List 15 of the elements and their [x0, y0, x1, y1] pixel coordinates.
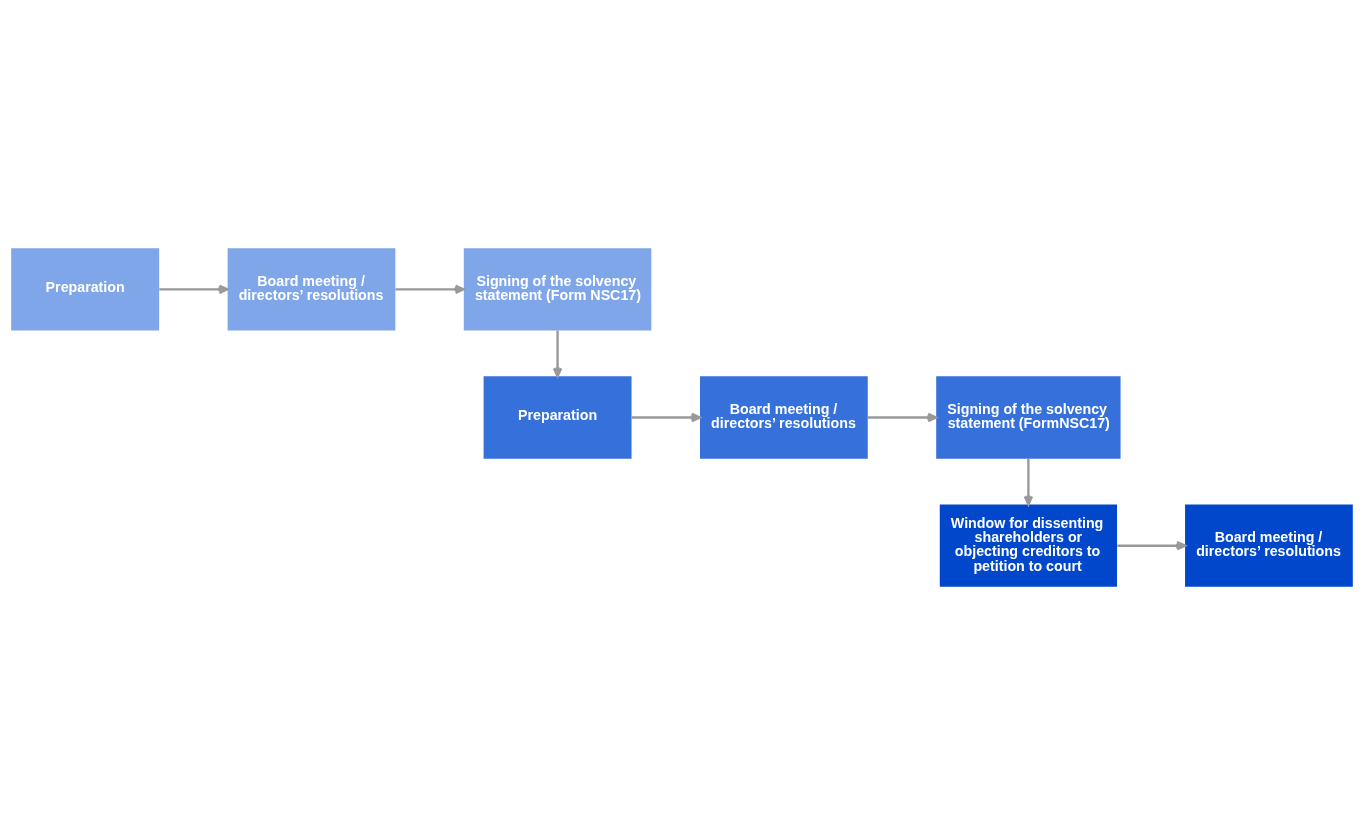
- node-box: Signing of the solvency statement (FormNSC17): [936, 375, 1121, 459]
- arrow: [1023, 458, 1034, 506]
- node-box: Board meeting / directors’ resolutions: [227, 247, 396, 330]
- arrow: [159, 284, 229, 294]
- arrow: [631, 412, 701, 422]
- node-box: Preparation: [483, 375, 632, 459]
- node-box: Window for dissenting shareholders or objecting creditors to petition to court: [939, 504, 1117, 587]
- node-box: Board meeting / directors’ resolutions: [700, 375, 868, 459]
- node-box: Preparation: [11, 247, 160, 330]
- arrow: [868, 412, 938, 422]
- node-box: Signing of the solvency statement (Form NSC17): [463, 247, 652, 330]
- node-box: Board meeting / directors’ resolutions: [1185, 504, 1353, 587]
- arrow: [1117, 540, 1187, 550]
- arrow: [395, 284, 465, 294]
- arrow: [552, 330, 563, 377]
